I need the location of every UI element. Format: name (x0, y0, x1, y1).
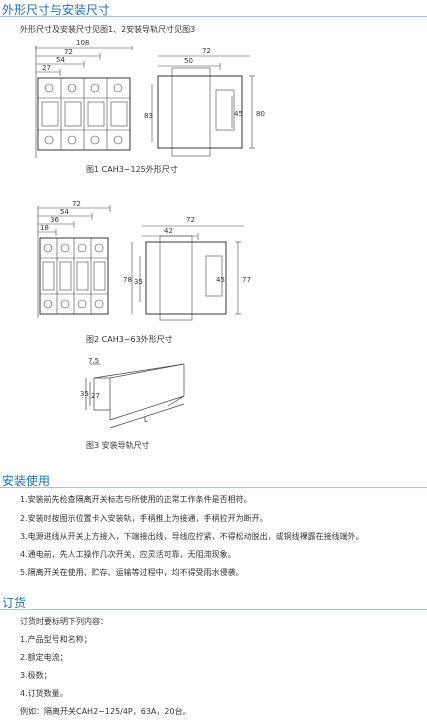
figure-3-drawing: 7.5 35 27 L (80, 357, 185, 429)
fig1-dim-text: 83 (144, 112, 153, 120)
order-line: 4.订货数量。 (20, 689, 68, 698)
install-item: 4.通电前，先人工操作几次开关，应灵活可靠，无阻滞现象。 (20, 550, 236, 559)
fig1-dim-text: 72 (202, 47, 211, 55)
install-item: 1.安装前先检查隔离开关标志与所使用的正常工作条件是否相符。 (20, 495, 252, 504)
fig2-dim-text: 77 (242, 276, 251, 284)
dimensions-intro: 外形尺寸及安装尺寸见图1、2安装导轨尺寸见图3 (20, 25, 196, 34)
install-item: 3.电源进线从开关上方接入，下端接出线，导线应拧紧，不得松动脱出，或铜线裸露在接… (20, 532, 364, 541)
fig3-dim-text: 27 (91, 392, 100, 400)
section-divider (0, 609, 427, 610)
install-item: 2.安装时按图示位置卡入安装轨，手柄推上为接通，手柄拉开为断开。 (20, 514, 268, 523)
section-title-installation: 安装使用 (2, 474, 51, 488)
fig2-dim-text: 72 (186, 216, 195, 224)
figure-3-caption: 图3 安装导轨尺寸 (86, 441, 150, 450)
fig2-dim-text: 72 (72, 200, 81, 208)
fig2-dim-text: 35 (134, 278, 143, 286)
figure-1-caption: 图1 CAH3−125外形尺寸 (86, 165, 178, 174)
figure-2-caption: 图2 CAH3−63外形尺寸 (86, 335, 173, 344)
fig1-dim-text: 27 (42, 64, 51, 72)
fig2-dim-text: 18 (40, 224, 49, 232)
order-line: 例如：隔离开关CAH2−125/4P，63A，20台。 (20, 707, 191, 716)
fig1-dim-text: 72 (64, 48, 73, 56)
section-divider (0, 16, 427, 17)
fig2-dim-text: 42 (164, 227, 173, 235)
fig3-dim-text: L (144, 416, 148, 424)
fig3-dim-text: 35 (80, 390, 89, 398)
figure-1-drawing: 108 72 54 27 72 50 83 45 80 (35, 39, 265, 158)
section-title-dimensions: 外形尺寸与安装尺寸 (2, 3, 111, 17)
fig2-dim-text: 54 (60, 208, 69, 216)
section-divider (0, 487, 427, 488)
fig1-dim-text: 80 (256, 110, 265, 118)
fig1-dim-text: 45 (234, 110, 243, 118)
order-line: 3.极数； (20, 671, 52, 680)
order-line: 1.产品型号和名称； (20, 635, 92, 644)
order-line: 订货时要标明下列内容： (20, 617, 108, 626)
section-title-ordering: 订货 (2, 596, 27, 610)
fig1-dim-text: 50 (184, 57, 193, 65)
figure-2-drawing: 72 54 36 18 72 42 78 35 45 77 (37, 200, 251, 321)
fig2-dim-text: 36 (50, 216, 59, 224)
order-line: 2.额定电流； (20, 653, 68, 662)
fig2-dim-text: 78 (123, 276, 132, 284)
fig3-dim-text: 7.5 (88, 357, 99, 365)
install-item: 5.隔离开关在使用、贮存、运输等过程中，均不得受雨水侵袭。 (20, 568, 244, 577)
fig1-dim-text: 54 (56, 56, 65, 64)
fig2-dim-text: 45 (216, 276, 225, 284)
fig1-dim-text: 108 (76, 39, 89, 47)
